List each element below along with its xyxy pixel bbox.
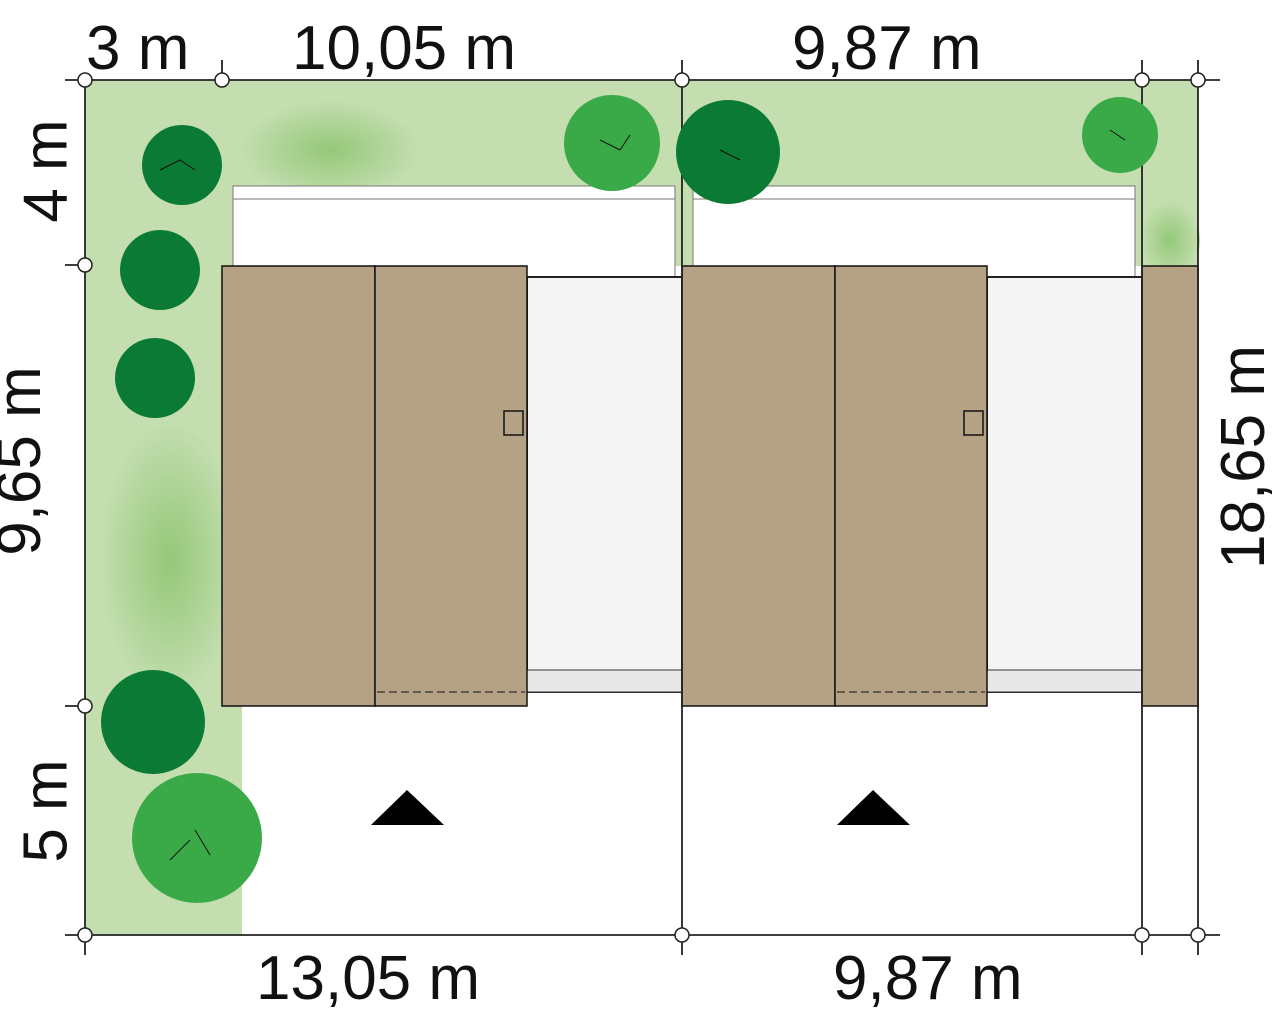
roof-1b	[374, 265, 528, 707]
terrace-2	[692, 185, 1136, 279]
tree-icon	[101, 95, 1158, 903]
dim-left-middle: 9,65 m	[0, 366, 54, 556]
chimney-1	[503, 410, 524, 436]
patio-2	[986, 276, 1143, 693]
roof-2a	[681, 265, 836, 707]
dim-bottom-unit-1: 13,05 m	[256, 944, 481, 1013]
roof-3	[1141, 265, 1199, 707]
dim-top-unit-1: 10,05 m	[292, 14, 517, 83]
roof-2b	[834, 265, 988, 707]
dim-left-bottom: 5 m	[11, 759, 81, 863]
dimension-node	[77, 72, 93, 88]
dim-right-total: 18,65 m	[1209, 344, 1279, 570]
roof-1a	[221, 265, 376, 707]
dim-top-left-setback: 3 m	[86, 14, 190, 83]
patio-1	[526, 276, 683, 693]
dim-left-top: 4 m	[11, 119, 81, 223]
dim-top-unit-2: 9,87 m	[792, 14, 982, 83]
chimney-2	[963, 410, 984, 436]
entrance-arrow-icon	[371, 790, 444, 825]
entrance-arrow-icon	[837, 790, 910, 825]
terrace-1	[232, 185, 676, 279]
dim-bottom-unit-2: 9,87 m	[833, 944, 1023, 1013]
